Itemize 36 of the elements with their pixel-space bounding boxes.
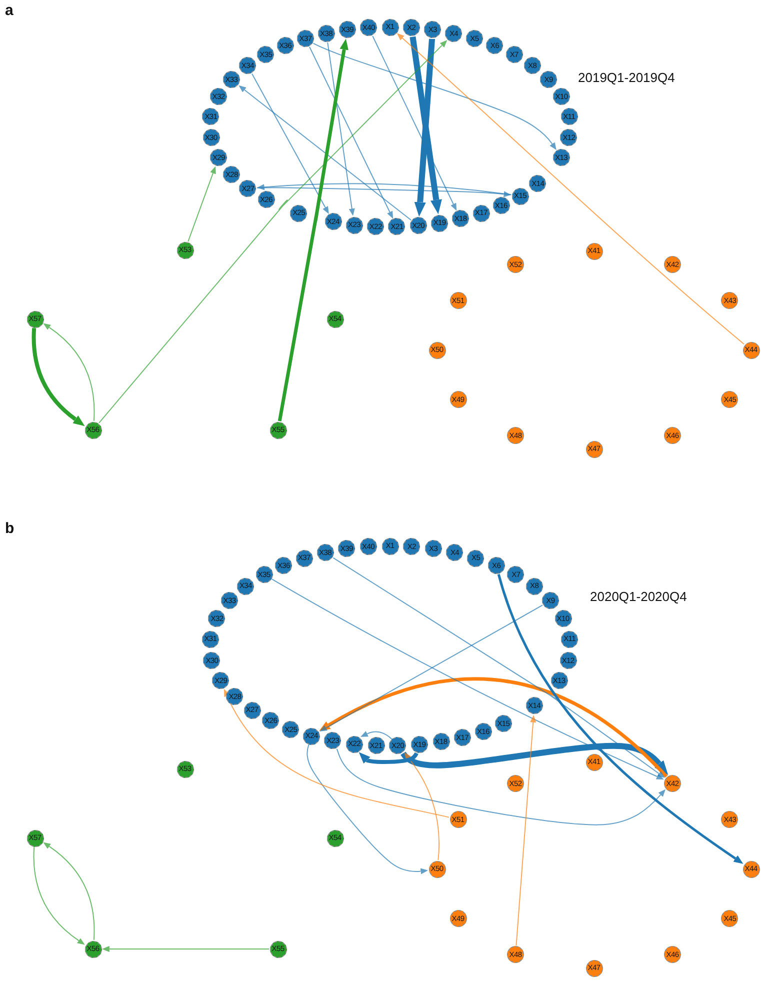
arrow	[238, 85, 412, 221]
arrow	[320, 604, 543, 732]
arrow	[516, 715, 536, 946]
arrow	[43, 842, 95, 940]
panel-letter: b	[5, 521, 14, 538]
arrow	[33, 846, 85, 945]
arrow	[327, 42, 355, 216]
arrow	[257, 183, 512, 196]
arrow	[306, 744, 428, 874]
arrow	[278, 38, 348, 422]
arrow	[312, 42, 557, 150]
arrow	[358, 752, 418, 764]
arrow	[98, 40, 448, 424]
arrow	[256, 187, 512, 198]
arrow	[414, 38, 435, 217]
arrow	[336, 748, 666, 826]
arrow	[400, 742, 668, 775]
arrow	[309, 46, 394, 219]
arrow	[102, 946, 270, 952]
arrow	[272, 578, 664, 780]
period-label: 2020Q1-2020Q4	[590, 590, 687, 604]
arrow	[360, 730, 392, 740]
arrow	[497, 574, 744, 864]
panel-letter: a	[5, 3, 14, 20]
arrow	[372, 36, 457, 211]
arrow	[224, 689, 450, 818]
arrow	[43, 323, 95, 422]
arrow	[396, 33, 744, 345]
arrow	[188, 166, 216, 242]
arrow	[410, 36, 442, 214]
arrow	[318, 677, 668, 778]
arrow	[404, 752, 440, 860]
arrow	[32, 328, 85, 426]
arrow	[332, 557, 665, 778]
arrow	[252, 73, 329, 214]
period-label: 2019Q1-2019Q4	[578, 71, 675, 86]
